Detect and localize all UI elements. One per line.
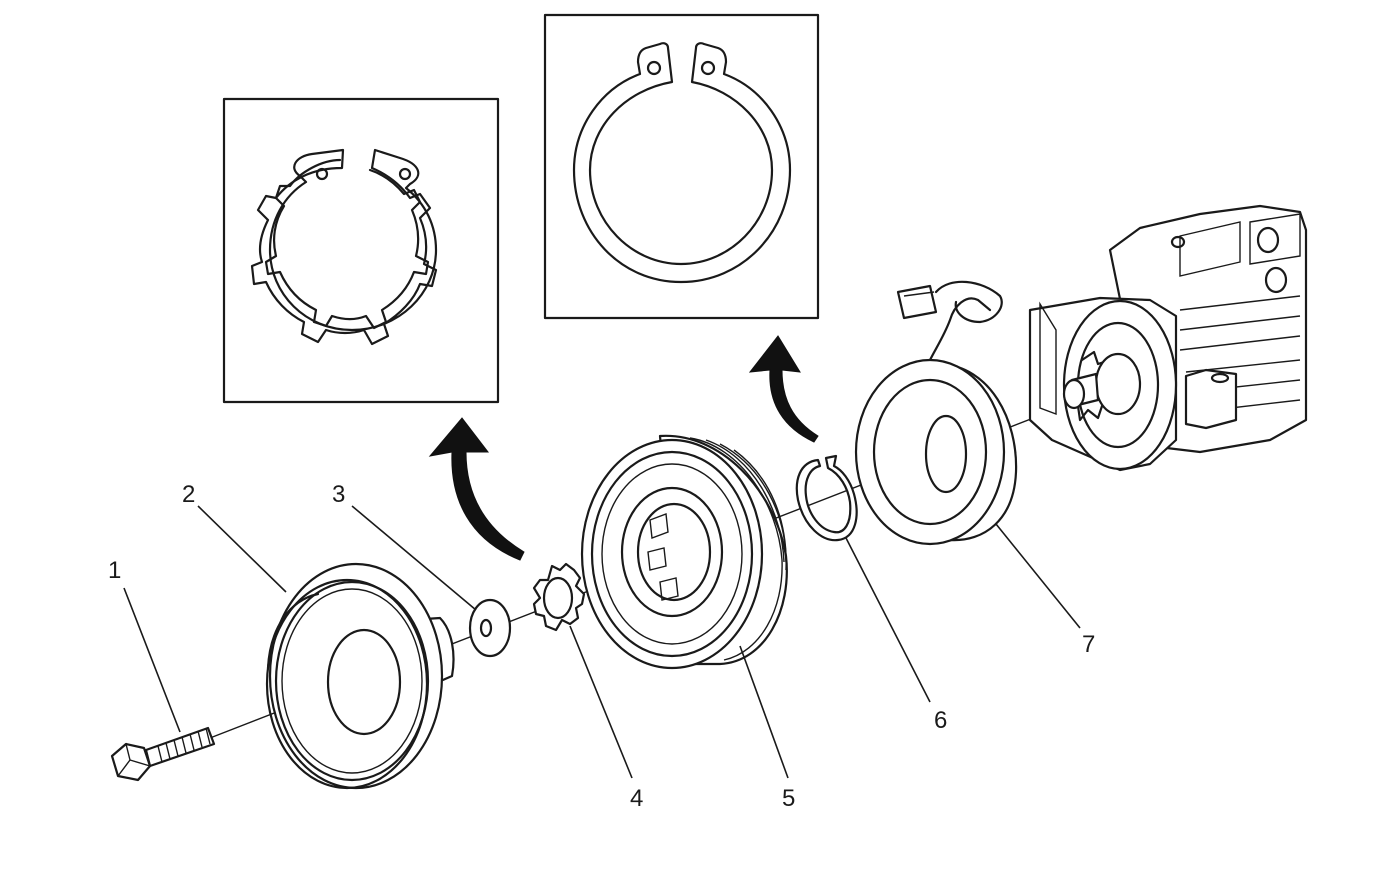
inset-snap-ring-detail	[543, 13, 820, 320]
callout-4: 4	[630, 785, 643, 812]
leader-line-5	[739, 645, 789, 779]
callout-6: 6	[934, 707, 947, 734]
callout-3: 3	[332, 481, 345, 508]
leader-line-6	[845, 537, 931, 703]
serrated-retainer-ring-icon	[250, 148, 438, 346]
callout-5: 5	[782, 785, 795, 812]
callout-labels: 1 2 3 4 5 6 7	[108, 481, 1095, 812]
leader-line-7	[995, 523, 1081, 629]
leader-line-1	[123, 587, 181, 733]
curved-arrow-to-snapring-inset-icon	[748, 335, 819, 443]
leader-line-2	[197, 505, 287, 593]
inset-clutch-retainer-detail	[222, 97, 500, 404]
curved-arrow-to-retainer-inset-icon	[428, 417, 525, 561]
part-5-pulley-icon	[580, 434, 788, 670]
part-2-clutch-hub-icon	[265, 562, 455, 790]
part-3-washer-icon	[468, 598, 512, 658]
leader-line-4	[569, 625, 633, 779]
callout-2: 2	[182, 481, 195, 508]
snap-ring-icon	[572, 42, 792, 284]
part-1-bolt-icon	[110, 726, 216, 782]
leader-line-3	[351, 505, 477, 611]
part-4-retainer-ring-icon	[532, 562, 586, 632]
ac-compressor-body-icon	[1028, 204, 1308, 472]
callout-7: 7	[1082, 631, 1095, 658]
part-6-snap-ring-icon	[795, 454, 858, 542]
callout-1: 1	[108, 557, 121, 584]
leader-lines	[123, 505, 1081, 779]
part-7-field-coil-icon	[854, 280, 1018, 546]
